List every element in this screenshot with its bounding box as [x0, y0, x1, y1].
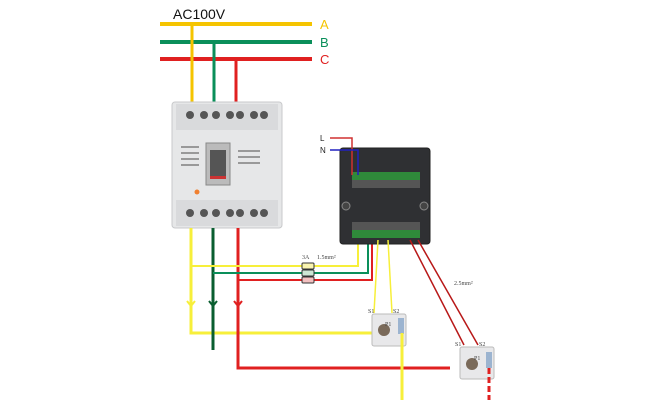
- ct2-s2-wire: [417, 239, 479, 346]
- ct1-s1-wire: [373, 239, 379, 314]
- ct1-s2: S2: [393, 309, 399, 315]
- current-transformer-2: [459, 346, 495, 380]
- ct2-s2: S2: [479, 342, 485, 348]
- power-meter: [339, 147, 431, 245]
- ct1-s1: S1: [368, 309, 374, 315]
- arrow-b-icon: [208, 300, 218, 308]
- fuse-wire-size: 1.5mm²: [317, 255, 336, 261]
- fuse-a: [301, 262, 315, 270]
- ct1-p1: P1: [385, 322, 391, 328]
- n-wire: [330, 149, 359, 175]
- phase-c-label: C: [320, 52, 329, 67]
- l-label: L: [320, 134, 325, 143]
- ct-wire-size: 2.5mm²: [454, 281, 473, 287]
- arrow-a-icon: [186, 300, 196, 308]
- ct2-s1-wire: [409, 239, 465, 346]
- tap-a: [191, 240, 359, 267]
- phase-c-load: [236, 228, 450, 370]
- tap-b: [213, 240, 369, 274]
- ct2-s1: S1: [455, 342, 461, 348]
- l-wire: [330, 137, 353, 175]
- phase-b-label: B: [320, 35, 329, 50]
- current-transformer-1: [371, 313, 407, 347]
- tap-c: [238, 240, 373, 281]
- n-label: N: [320, 146, 326, 155]
- circuit-breaker: [171, 101, 283, 229]
- fuse-c: [301, 276, 315, 284]
- phase-a-label: A: [320, 17, 329, 32]
- fuse-b: [301, 269, 315, 277]
- arrow-c-icon: [233, 300, 243, 308]
- fuse-rating: 3A: [302, 255, 310, 261]
- ct2-p1: P1: [474, 356, 480, 362]
- ct1-s2-wire: [387, 239, 393, 314]
- voltage-label: AC100V: [173, 6, 226, 22]
